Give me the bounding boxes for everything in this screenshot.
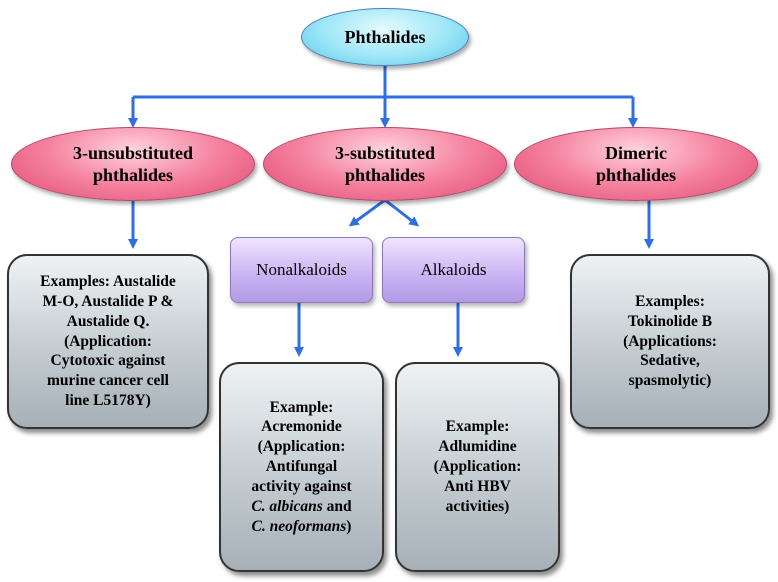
subcategory-label: Alkaloids	[420, 260, 487, 279]
example-line: (Application:	[64, 332, 152, 350]
arrow-to-alkaloids	[384, 198, 420, 227]
subcategory-node-nonalkaloids: Nonalkaloids	[230, 237, 373, 303]
example-line: activities)	[445, 497, 510, 515]
species-name-neoformans: C. neoformans	[251, 517, 347, 535]
example-line: (Application:	[257, 438, 346, 456]
example-line: Sedative,	[640, 352, 700, 370]
example-line: murine cancer cell	[47, 372, 169, 390]
example-line: Cytotoxic against	[50, 352, 166, 370]
example-line-tail: )	[346, 517, 352, 535]
example-box-nonalkaloids: Example: Acremonide (Application: Antifu…	[219, 362, 384, 572]
example-line: Anti HBV	[444, 477, 511, 495]
example-line-species: C. neoformans)	[251, 517, 352, 537]
example-box-alkaloids: Example: Adlumidine (Application: Anti H…	[395, 362, 560, 572]
example-line: activity against	[251, 477, 352, 495]
example-line: (Application:	[433, 458, 522, 476]
example-line: (Applications:	[623, 332, 717, 350]
root-node-phthalides: Phthalides	[301, 8, 469, 66]
example-line: Acremonide	[261, 418, 342, 436]
example-line: Examples:	[635, 292, 705, 310]
example-line: Tokinolide B	[627, 312, 713, 330]
example-line: M-O, Austalide P &	[42, 292, 174, 310]
example-box-unsubstituted: Examples: Austalide M-O, Austalide P & A…	[7, 254, 209, 429]
category-label-line: 3-substituted	[334, 142, 436, 163]
example-line: Adlumidine	[438, 438, 517, 456]
species-name-albicans: C. albicans	[251, 497, 323, 515]
example-line: Example:	[269, 398, 334, 416]
category-node-dimeric: Dimeric phthalides	[514, 127, 758, 201]
category-label-line: phthalides	[595, 165, 677, 185]
root-label: Phthalides	[344, 26, 426, 47]
example-line: spasmolytic)	[628, 372, 712, 390]
example-line-species: C. albicans and	[251, 497, 351, 517]
example-line-tail: and	[322, 497, 352, 515]
subcategory-label: Nonalkaloids	[256, 260, 347, 279]
subcategory-node-alkaloids: Alkaloids	[382, 237, 525, 303]
category-label-line: Dimeric	[605, 142, 667, 163]
example-line: Antifungal	[265, 458, 338, 476]
example-box-dimeric: Examples: Tokinolide B (Applications: Se…	[570, 254, 770, 429]
category-node-3-substituted: 3-substituted phthalides	[263, 127, 507, 201]
example-line: Austalide Q.	[66, 312, 150, 330]
example-line: Examples: Austalide	[40, 273, 176, 291]
category-label-line: phthalides	[344, 165, 426, 185]
category-node-3-unsubstituted: 3-unsubstituted phthalides	[11, 127, 255, 201]
category-label-line: phthalides	[92, 165, 174, 185]
example-line: Example:	[445, 418, 510, 436]
example-line: line L5178Y)	[65, 392, 151, 410]
arrow-to-nonalkaloids	[348, 198, 386, 227]
category-label-line: 3-unsubstituted	[72, 142, 194, 163]
